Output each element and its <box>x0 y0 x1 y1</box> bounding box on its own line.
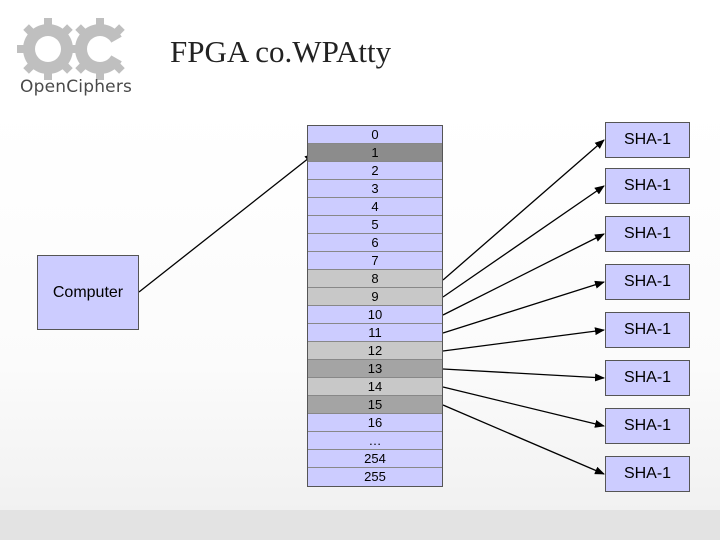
memory-to-sha-arrow <box>442 368 605 382</box>
sha1-unit-box: SHA-1 <box>605 360 690 396</box>
slide-title: FPGA co.WPAtty <box>170 34 392 69</box>
memory-cell: 2 <box>308 162 442 180</box>
sha1-unit-box: SHA-1 <box>605 264 690 300</box>
sha1-unit-box: SHA-1 <box>605 216 690 252</box>
memory-cell: 254 <box>308 450 442 468</box>
memory-to-sha-arrow <box>442 386 605 428</box>
memory-cell: 7 <box>308 252 442 270</box>
sha1-unit-box: SHA-1 <box>605 122 690 158</box>
sha1-unit-label: SHA-1 <box>623 177 672 194</box>
memory-cell: 5 <box>308 216 442 234</box>
memory-to-sha-arrow <box>442 327 605 352</box>
memory-cell: 6 <box>308 234 442 252</box>
sha1-unit-label: SHA-1 <box>623 417 672 434</box>
memory-to-sha-arrow <box>442 280 605 334</box>
memory-cell: 255 <box>308 468 442 486</box>
memory-cell: 8 <box>308 270 442 288</box>
openciphers-logo-icon <box>17 18 130 80</box>
memory-cell: 1 <box>308 144 442 162</box>
sha1-unit-box: SHA-1 <box>605 312 690 348</box>
memory-cell: 12 <box>308 342 442 360</box>
memory-cell: 0 <box>308 126 442 144</box>
memory-to-sha-arrow <box>442 185 605 298</box>
footer-band <box>0 510 720 540</box>
memory-cell: 3 <box>308 180 442 198</box>
logo-text: OpenCiphers <box>20 77 133 97</box>
memory-cell: 15 <box>308 396 442 414</box>
sha1-unit-label: SHA-1 <box>623 369 672 386</box>
sha1-unit-label: SHA-1 <box>623 225 672 242</box>
sha1-unit-box: SHA-1 <box>605 168 690 204</box>
memory-cell: 4 <box>308 198 442 216</box>
computer-to-memory-arrow <box>138 153 315 293</box>
memory-cell: 16 <box>308 414 442 432</box>
memory-cell: 14 <box>308 378 442 396</box>
memory-cell: … <box>308 432 442 450</box>
sha1-unit-box: SHA-1 <box>605 456 690 492</box>
sha1-unit-box: SHA-1 <box>605 408 690 444</box>
computer-label: Computer <box>52 283 124 301</box>
sha1-unit-label: SHA-1 <box>623 465 672 482</box>
memory-cell: 10 <box>308 306 442 324</box>
memory-to-sha-arrow <box>442 139 605 281</box>
memory-cell: 13 <box>308 360 442 378</box>
sha1-unit-label: SHA-1 <box>623 321 672 338</box>
sha1-unit-label: SHA-1 <box>623 273 672 290</box>
memory-cell: 9 <box>308 288 442 306</box>
memory-to-sha-arrow <box>442 404 605 475</box>
memory-to-sha-arrow <box>442 233 605 316</box>
memory-cell: 11 <box>308 324 442 342</box>
computer-box: Computer <box>37 255 139 330</box>
sha1-unit-label: SHA-1 <box>623 131 672 148</box>
